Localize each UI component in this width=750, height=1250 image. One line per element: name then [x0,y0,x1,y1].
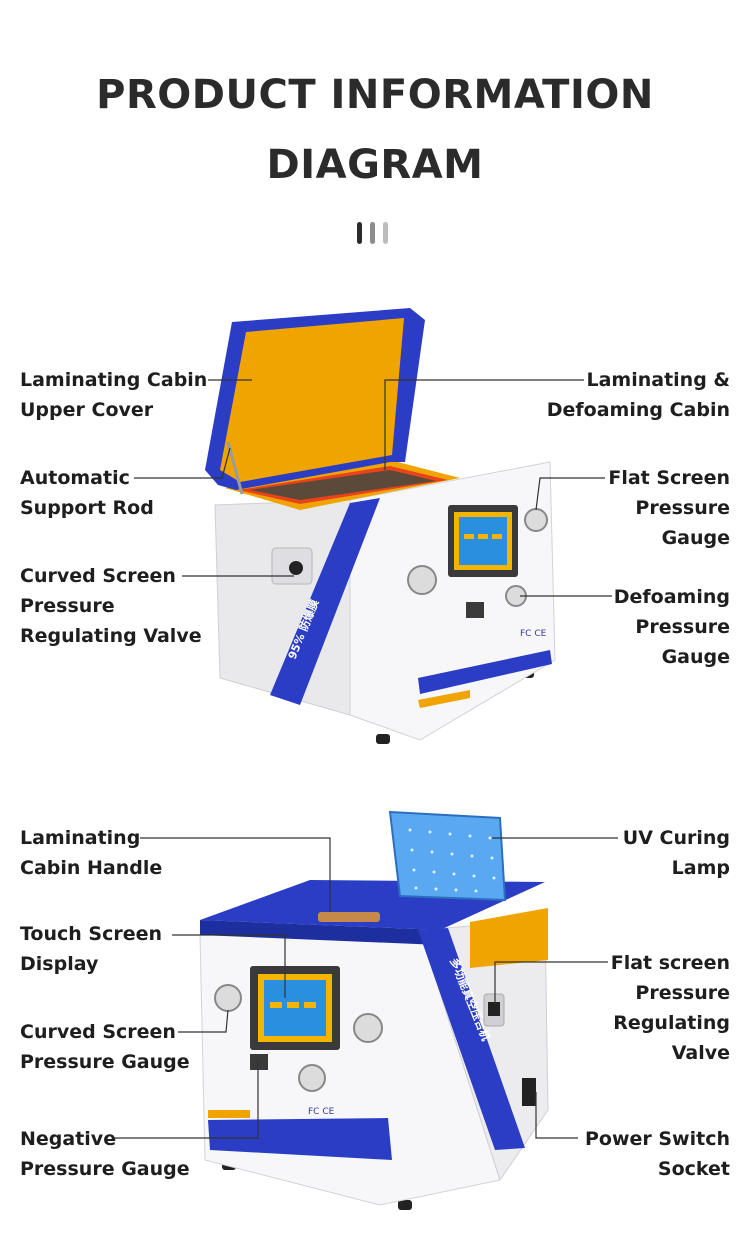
bottom-button-strip [208,1118,392,1160]
bottom-cert-logo: FC CE [308,1107,335,1117]
label-defoam-cabin: Laminating & Defoaming Cabin [546,369,730,421]
bottom-foot-right [398,1200,412,1210]
bottom-warning-stripe [208,1110,250,1118]
uv-curing-lamp [388,810,507,902]
negative-pressure-gauge [250,1054,268,1070]
leader-support-rod [134,447,231,479]
top-button-strip [418,650,552,694]
top-cabin-floor [250,470,436,500]
label-support-rod: Automatic Support Rod [20,467,154,519]
divider-bar-mid [370,222,375,244]
flat-screen-valve [488,1002,500,1016]
label-flat-valve: Flat screen Pressure Regulating Valve [610,952,730,1064]
bottom-gauge-right [353,1013,383,1043]
leader-lines [115,379,618,1139]
divider-bar-light [383,222,388,244]
bottom-screen-btn-2 [287,1002,299,1008]
leader-defoam-cabin [384,379,584,470]
leader-flat-valve [494,961,608,1004]
bottom-blue-band [418,928,525,1150]
label-power-socket: Power Switch Socket [584,1128,730,1180]
uv-lamp-leds [408,828,496,893]
top-lid-inner [220,318,404,482]
leader-flat-gauge [535,477,605,511]
leader-power-socket [535,1092,578,1139]
bottom-lid-edge [200,920,440,945]
top-warning-stripe [418,690,470,708]
label-curved-valve: Curved Screen Pressure Regulating Valve [20,565,202,647]
flat-screen-gauge [524,508,548,532]
page-title-line-2: DIAGRAM [266,142,484,188]
label-uv-lamp: UV Curing Lamp [622,827,730,879]
top-gauge-left [407,565,437,595]
leader-curved-gauge [178,1009,229,1033]
leader-touch-screen [172,934,286,998]
curved-screen-gauge [214,984,242,1012]
divider-bar-dark [357,222,362,244]
top-machine: 95% 防爆膜 FC CE [205,308,556,744]
label-defoam-gauge: Defoaming Pressure Gauge [613,586,730,668]
top-screen-btn-2 [478,534,488,539]
bottom-orange-side [470,908,548,968]
bottom-screen-btn-1 [270,1002,282,1008]
top-foot-right [376,734,390,744]
label-touch-screen: Touch Screen Display [20,923,163,975]
top-cert-logo: FC CE [520,629,547,639]
label-flat-gauge: Flat Screen Pressure Gauge [608,467,730,549]
leader-negative-gauge [115,1060,259,1139]
bottom-machine: 多功能真空压合机 FC CE [199,810,549,1210]
top-negative-gauge [466,602,484,618]
curved-valve-knob [289,561,303,575]
support-rod [226,441,244,495]
label-cabin-handle: Laminating Cabin Handle [20,827,163,879]
label-negative-gauge: Negative Pressure Gauge [20,1128,190,1180]
title-divider [357,222,397,246]
top-screen-btn-3 [492,534,502,539]
top-screen-btn-1 [464,534,474,539]
bottom-gauge-center [298,1064,326,1092]
cabin-handle [318,912,380,922]
bottom-screen-btn-3 [304,1002,316,1008]
leader-handle [140,837,331,912]
page-title-line-1: PRODUCT INFORMATION [96,72,654,118]
label-curved-gauge: Curved Screen Pressure Gauge [20,1021,190,1073]
label-upper-cover: Laminating Cabin Upper Cover [20,369,208,421]
top-blue-band [270,498,380,705]
power-switch-socket [522,1078,536,1106]
top-screen-display [459,517,507,565]
